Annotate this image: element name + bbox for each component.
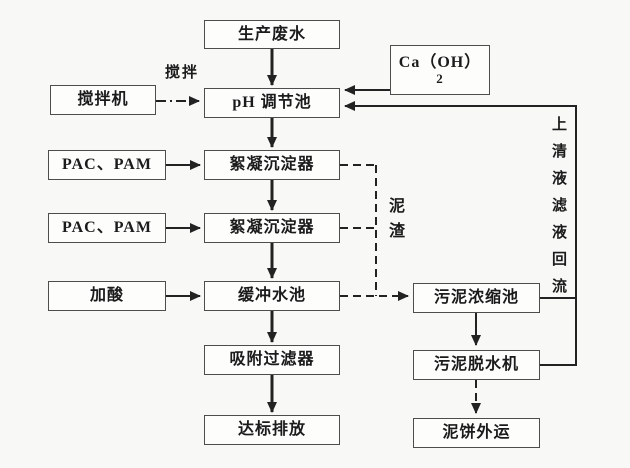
node-calcium-hydroxide: Ca（OH） 2: [390, 45, 490, 95]
node-mixer: 搅拌机: [50, 85, 156, 115]
calcium-hydroxide-line1: Ca（OH）: [398, 53, 482, 71]
node-mud-cake-out: 泥饼外运: [413, 418, 540, 448]
node-standard-discharge: 达标排放: [204, 415, 340, 445]
node-acid: 加酸: [48, 281, 166, 311]
node-sludge-dewaterer: 污泥脱水机: [413, 350, 540, 380]
node-ph-tank: pH 调节池: [204, 88, 340, 118]
node-production-wastewater: 生产废水: [204, 20, 340, 49]
node-buffer-tank: 缓冲水池: [204, 281, 340, 311]
node-sludge-thickener: 污泥浓缩池: [413, 283, 540, 313]
edge-label-stirring: 搅拌: [164, 65, 199, 81]
node-pac-pam-2: PAC、PAM: [48, 213, 166, 243]
node-floc-settler-2: 絮凝沉淀器: [204, 213, 340, 243]
edge-label-sludge: 泥渣: [386, 197, 403, 247]
calcium-hydroxide-line2: 2: [436, 71, 444, 87]
node-adsorption-filter: 吸附过滤器: [204, 345, 340, 375]
node-pac-pam-1: PAC、PAM: [48, 150, 166, 180]
edge-label-supernatant-return: 上清液滤液回流: [550, 116, 566, 305]
node-floc-settler-1: 絮凝沉淀器: [204, 150, 340, 180]
return-line-to-ph: [344, 101, 577, 366]
